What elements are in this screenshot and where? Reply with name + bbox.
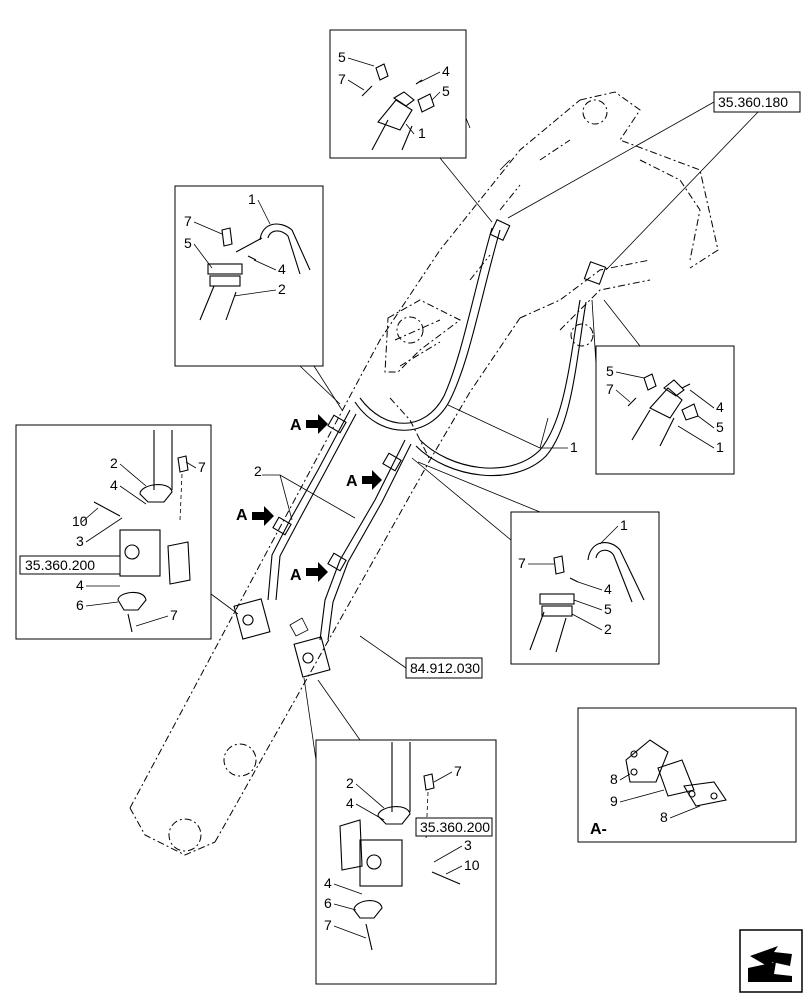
svg-text:4: 4 [716, 399, 724, 415]
svg-text:5: 5 [606, 363, 614, 379]
ref-boom[interactable]: 35.360.180 [507, 91, 801, 271]
svg-text:1: 1 [570, 439, 578, 455]
hose-left [267, 409, 357, 601]
svg-text:1: 1 [716, 439, 724, 455]
detail-box-top: 5 7 4 5 1 [329, 29, 467, 159]
svg-text:7: 7 [338, 71, 346, 87]
svg-text:9: 9 [610, 793, 618, 809]
hose-loop-lower [415, 261, 607, 476]
ref-link-left[interactable]: 35.360.200 [25, 557, 95, 573]
svg-text:1: 1 [248, 191, 256, 207]
ref-arm[interactable]: 84.912.030 [359, 635, 483, 679]
svg-text:1: 1 [418, 125, 426, 141]
ref-link-bottom[interactable]: 35.360.200 [420, 819, 490, 835]
svg-text:8: 8 [660, 809, 668, 825]
svg-text:2: 2 [254, 463, 262, 479]
svg-text:7: 7 [454, 763, 462, 779]
svg-text:2: 2 [604, 621, 612, 637]
ref-link-arm[interactable]: 84.912.030 [410, 660, 480, 676]
svg-text:7: 7 [324, 917, 332, 933]
svg-text:5: 5 [716, 419, 724, 435]
svg-text:2: 2 [278, 281, 286, 297]
svg-text:4: 4 [110, 477, 118, 493]
svg-text:2: 2 [346, 775, 354, 791]
detail-box-a: 8 9 8 A- [577, 707, 797, 843]
ref-box-left[interactable] [19, 555, 121, 575]
view-a-arrows: A A A A [236, 414, 382, 584]
valve-block-left [233, 598, 271, 640]
detail-box-upper-left: 1 7 5 4 2 [174, 185, 324, 367]
previous-page-arrow-icon[interactable] [739, 929, 803, 993]
svg-text:8: 8 [610, 771, 618, 787]
svg-text:4: 4 [346, 795, 354, 811]
svg-text:7: 7 [606, 381, 614, 397]
detail-a-label: A- [590, 821, 607, 838]
main-callouts: 2 1 [254, 404, 578, 521]
svg-text:6: 6 [76, 597, 84, 613]
svg-text:4: 4 [324, 875, 332, 891]
detail-box-right-lower: 1 7 4 5 2 [510, 511, 660, 665]
svg-text:3: 3 [76, 533, 84, 549]
svg-text:4: 4 [76, 577, 84, 593]
svg-text:7: 7 [518, 555, 526, 571]
svg-text:7: 7 [170, 607, 178, 623]
detail-box-right: 5 7 4 5 1 [595, 345, 735, 475]
svg-text:4: 4 [278, 261, 286, 277]
svg-text:7: 7 [184, 213, 192, 229]
svg-text:1: 1 [620, 517, 628, 533]
detail-box-bottom: 2 7 4 3 10 4 6 7 35.360.200 [315, 739, 497, 985]
hose-right [319, 439, 412, 641]
hose-loop-upper [354, 219, 511, 431]
svg-text:3: 3 [464, 837, 472, 853]
view-marker: A [346, 473, 358, 490]
ref-link-boom[interactable]: 35.360.180 [718, 94, 788, 110]
svg-text:4: 4 [604, 581, 612, 597]
svg-text:7: 7 [198, 459, 206, 475]
svg-text:6: 6 [324, 895, 332, 911]
svg-text:5: 5 [338, 49, 346, 65]
svg-text:5: 5 [184, 235, 192, 251]
detail-box-left: 2 7 4 10 3 4 6 7 35.360.200 [15, 424, 212, 640]
svg-text:2: 2 [110, 455, 118, 471]
svg-text:5: 5 [604, 601, 612, 617]
svg-text:10: 10 [464, 857, 480, 873]
svg-text:4: 4 [442, 63, 450, 79]
svg-text:10: 10 [72, 513, 88, 529]
valve-block-right [293, 636, 331, 678]
view-marker: A [290, 567, 302, 584]
view-marker: A [290, 417, 302, 434]
ref-box-bottom[interactable] [415, 817, 493, 837]
view-marker: A [236, 507, 248, 524]
svg-text:5: 5 [442, 83, 450, 99]
